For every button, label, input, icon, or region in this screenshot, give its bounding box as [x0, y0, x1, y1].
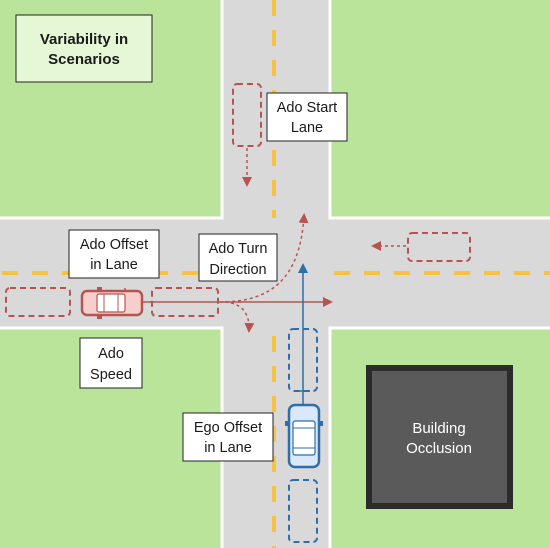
building-occlusion: Building Occlusion — [366, 365, 513, 509]
title-line1: Variability in — [40, 31, 128, 48]
ado-speed-line2: Speed — [90, 367, 132, 383]
label-ado-speed: Ado Speed — [79, 337, 143, 389]
ego-car — [285, 403, 323, 469]
ado-turn-line1: Ado Turn — [209, 241, 268, 257]
ado-start-arrows — [242, 148, 406, 251]
label-ego-offset-in-lane: Ego Offset in Lane — [182, 412, 274, 462]
title-box: Variability in Scenarios — [15, 14, 153, 83]
label-ado-offset-in-lane: Ado Offset in Lane — [68, 229, 160, 279]
building-label-line2: Occlusion — [406, 440, 472, 457]
ado-offset-line2: in Lane — [90, 257, 138, 273]
ado-ghost-left — [5, 287, 71, 317]
ado-ghost-top — [232, 83, 262, 147]
ego-offset-line2: in Lane — [204, 440, 252, 456]
ego-offset-line1: Ego Offset — [194, 420, 262, 436]
ado-speed-line1: Ado — [98, 346, 124, 362]
ado-offset-line1: Ado Offset — [80, 237, 148, 253]
label-ado-start-lane: Ado Start Lane — [266, 92, 348, 142]
ego-heading-arrow — [296, 263, 310, 404]
ado-start-lane-line2: Lane — [291, 120, 323, 136]
title-line2: Scenarios — [48, 51, 120, 68]
ego-ghost-lower — [288, 479, 318, 543]
building-label-line1: Building — [412, 420, 465, 437]
ado-car — [80, 287, 144, 319]
ado-ghost-right — [407, 232, 471, 262]
ado-turn-line2: Direction — [209, 262, 266, 278]
ado-right-turn-arrow — [224, 301, 255, 333]
ado-turn-arrows — [142, 213, 333, 333]
label-ado-turn-direction: Ado Turn Direction — [198, 233, 278, 282]
ado-start-lane-line1: Ado Start — [277, 100, 337, 116]
ado-left-turn-arrow — [219, 213, 309, 303]
